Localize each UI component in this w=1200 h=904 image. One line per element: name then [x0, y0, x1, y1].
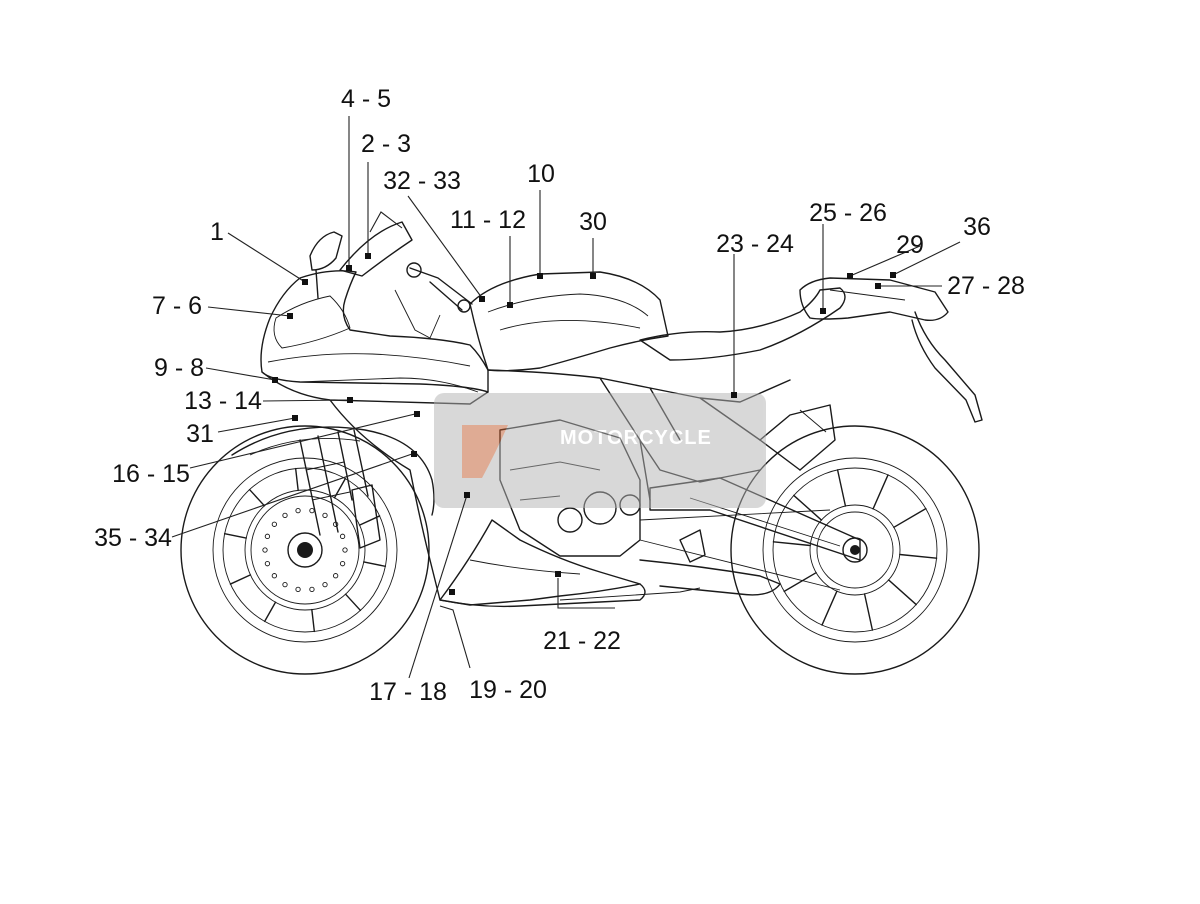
callout-label-10: 10: [527, 160, 555, 188]
front-mudguard: [231, 426, 435, 516]
callout-label-23-24: 23 - 24: [716, 230, 794, 258]
front-fork: [299, 429, 369, 536]
callout-label-32-33: 32 - 33: [383, 167, 461, 195]
mirror: [309, 231, 343, 299]
callout-label-16-15: 16 - 15: [112, 460, 190, 488]
windscreen: [339, 221, 413, 277]
callout-label-27-28: 27 - 28: [947, 272, 1025, 300]
drive-chain: [639, 509, 841, 591]
callout-label-13-14: 13 - 14: [184, 387, 262, 415]
exhaust: [639, 559, 781, 596]
callout-label-31: 31: [186, 420, 214, 448]
callout-label-35-34: 35 - 34: [94, 524, 172, 552]
handlebar: [409, 267, 473, 311]
front-fairing: [260, 270, 489, 393]
watermark-text: MOTORCYCLE: [560, 427, 712, 449]
callout-label-21-22: 21 - 22: [543, 627, 621, 655]
callout-label-11-12: 11 - 12: [450, 206, 526, 234]
callout-labels: 1 4 - 5 2 - 3 32 - 33 10 11 - 12 30 7 - …: [94, 85, 1025, 706]
callout-label-29: 29: [896, 231, 924, 259]
front-wheel: [180, 425, 430, 675]
callout-label-17-18: 17 - 18: [369, 678, 447, 706]
leader-lines: [171, 116, 961, 679]
callout-label-25-26: 25 - 26: [809, 199, 887, 227]
callout-label-4-5: 4 - 5: [341, 85, 391, 113]
seat: [639, 287, 846, 361]
callout-label-2-3: 2 - 3: [361, 130, 411, 158]
footpeg: [679, 529, 706, 563]
callout-label-19-20: 19 - 20: [469, 676, 547, 704]
rear-wheel: [730, 425, 980, 675]
callout-label-30: 30: [579, 208, 607, 236]
watermark: MOTORCYCLE: [434, 393, 766, 508]
license-plate-holder: [911, 311, 983, 423]
brake-caliper: [351, 484, 381, 549]
fuel-tank: [469, 271, 669, 372]
callout-label-7-6: 7 - 6: [152, 292, 202, 320]
callout-label-9-8: 9 - 8: [154, 354, 204, 382]
callout-markers: [272, 253, 896, 595]
callout-label-36: 36: [963, 213, 991, 241]
callout-label-1: 1: [210, 218, 224, 246]
belly-pan: [439, 519, 646, 608]
